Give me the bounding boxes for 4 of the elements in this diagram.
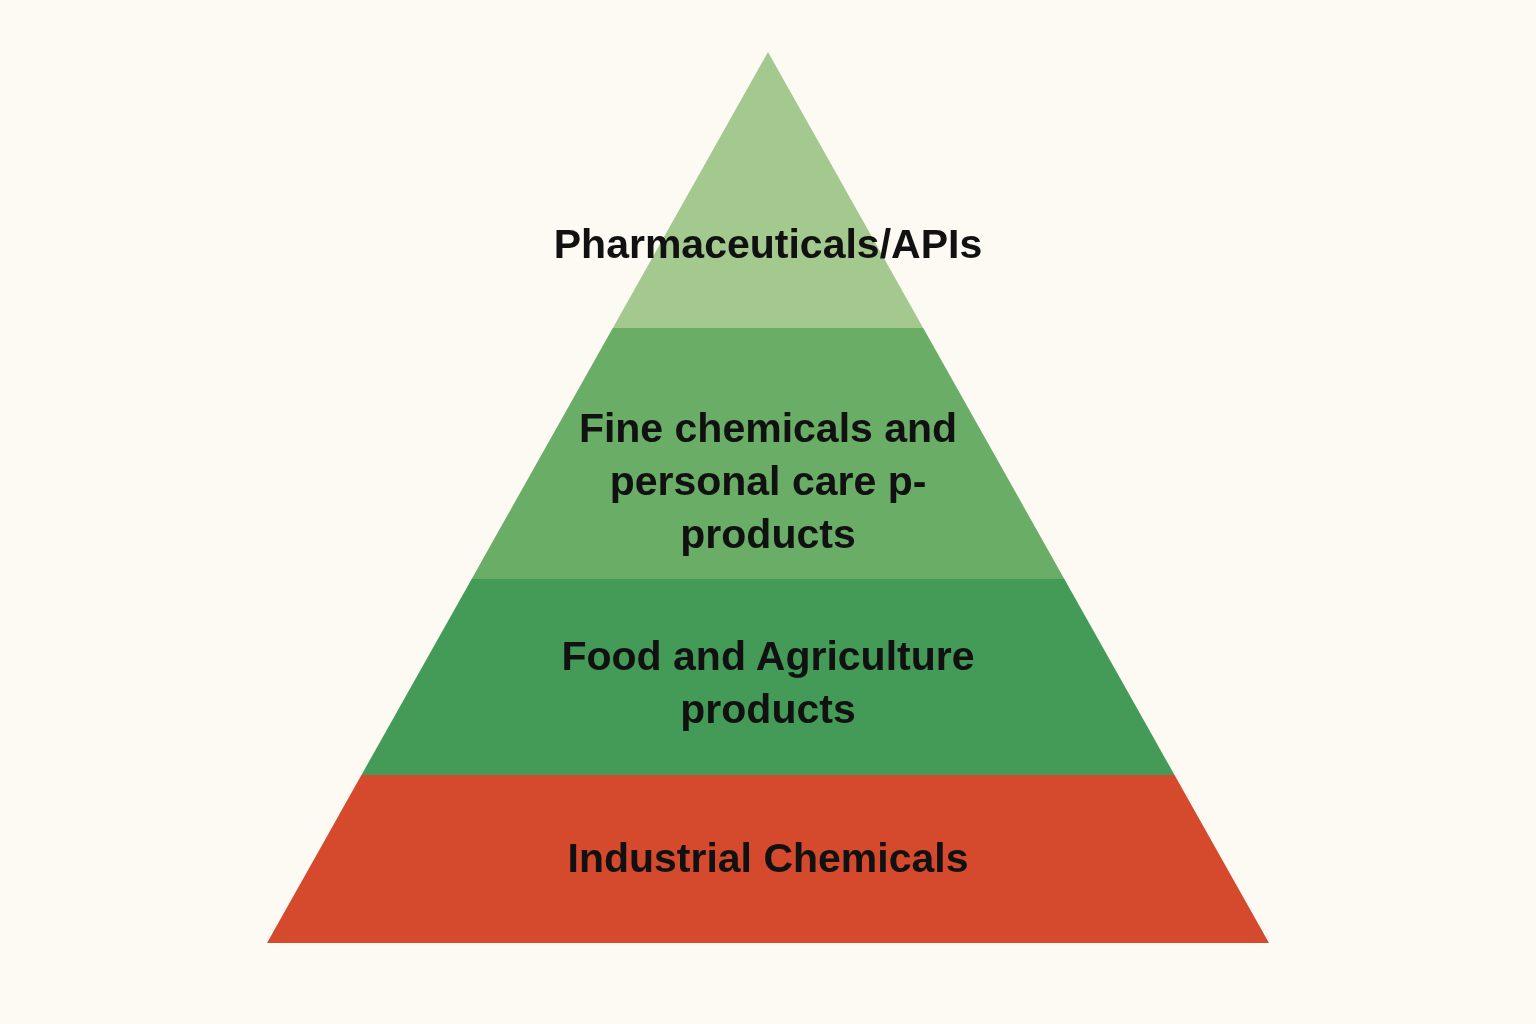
tier-label: Food and Agriculture products [560, 632, 976, 734]
tier-label: Pharmaceuticals/APIs [552, 220, 984, 269]
tier-label: Fine chemicals and personal care p- products [577, 404, 959, 559]
tier-label: Industrial Chemicals [566, 834, 970, 883]
